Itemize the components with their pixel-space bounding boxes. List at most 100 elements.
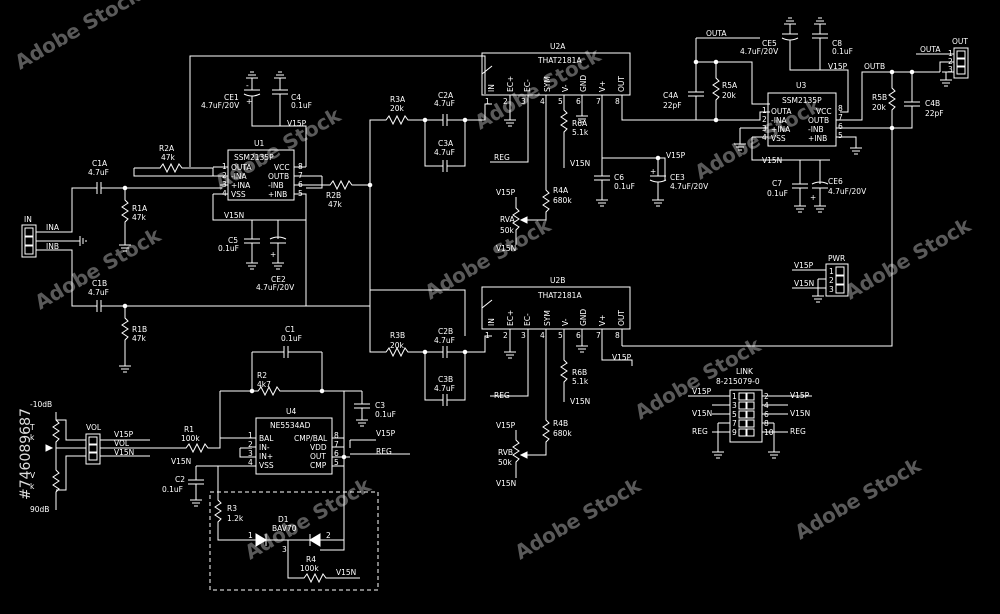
svg-text:5.1k: 5.1k: [572, 377, 589, 386]
svg-text:R2A: R2A: [159, 144, 175, 153]
svg-text:C6: C6: [614, 173, 624, 182]
ce1-c4-group: CE1 4.7uF/20V C4 0.1uF V15P - +: [201, 71, 312, 167]
svg-text:R3: R3: [227, 504, 237, 513]
svg-text:C3A: C3A: [438, 139, 454, 148]
svg-text:C4B: C4B: [925, 99, 940, 108]
svg-text:INB: INB: [46, 242, 59, 251]
svg-text:V-: V-: [561, 318, 570, 326]
svg-text:RVA: RVA: [500, 215, 515, 224]
svg-text:2: 2: [503, 331, 508, 340]
svg-text:22pF: 22pF: [663, 101, 682, 110]
svg-text:V15P: V15P: [794, 261, 814, 270]
svg-text:8: 8: [838, 104, 843, 113]
svg-text:20k: 20k: [390, 104, 405, 113]
svg-text:22pF: 22pF: [925, 109, 944, 118]
svg-text:2: 2: [948, 57, 953, 66]
svg-text:20k: 20k: [390, 341, 405, 350]
svg-text:REG: REG: [376, 447, 392, 456]
svg-text:V15P: V15P: [612, 353, 632, 362]
svg-text:+: +: [650, 167, 656, 176]
out-connector: OUT OUTA 1 2 3: [916, 37, 969, 87]
svg-text:SYM: SYM: [543, 310, 552, 326]
svg-text:OUT: OUT: [617, 76, 626, 92]
svg-text:1: 1: [248, 431, 253, 440]
svg-text:3: 3: [282, 545, 287, 554]
svg-text:V15P: V15P: [376, 429, 396, 438]
svg-text:0.1uF: 0.1uF: [375, 410, 396, 419]
svg-text:100k: 100k: [300, 564, 319, 573]
svg-text:SSM2135P: SSM2135P: [782, 96, 822, 105]
svg-text:5: 5: [558, 331, 563, 340]
svg-text:C7: C7: [772, 179, 782, 188]
svg-text:1: 1: [948, 49, 953, 58]
svg-text:R6A: R6A: [572, 119, 588, 128]
svg-text:V15N: V15N: [570, 159, 590, 168]
svg-text:3: 3: [521, 331, 526, 340]
svg-text:VCC: VCC: [816, 107, 832, 116]
svg-text:-: -: [246, 81, 249, 90]
c4a-r5a-group: C4A 22pF R5A 20k: [663, 59, 770, 123]
svg-text:VOL: VOL: [86, 423, 102, 432]
svg-text:4.7uF: 4.7uF: [434, 99, 455, 108]
svg-text:U2A: U2A: [550, 42, 566, 51]
svg-text:4.7uF: 4.7uF: [434, 384, 455, 393]
svg-text:6: 6: [838, 122, 843, 131]
svg-text:EC+: EC+: [506, 310, 515, 326]
svg-text:C4: C4: [291, 93, 301, 102]
svg-text:V15N: V15N: [496, 479, 516, 488]
svg-text:V: V: [30, 471, 36, 480]
svg-text:2: 2: [829, 276, 834, 285]
watermark-text: Adobe Stock: [691, 93, 826, 185]
svg-text:C2B: C2B: [438, 327, 453, 336]
svg-text:C3B: C3B: [438, 375, 453, 384]
svg-text:PWR: PWR: [828, 254, 845, 263]
svg-text:V15P: V15P: [790, 391, 810, 400]
svg-text:8: 8: [615, 97, 620, 106]
svg-text:100k: 100k: [181, 434, 200, 443]
svg-text:OUT: OUT: [617, 310, 626, 326]
svg-text:R1A: R1A: [132, 204, 148, 213]
u2b-ic: U2B THAT2181A IN EC+ EC- SYM V- GND V+ O…: [481, 276, 633, 414]
svg-text:V15P: V15P: [114, 430, 134, 439]
svg-text:INA: INA: [46, 223, 60, 232]
svg-text:90dB: 90dB: [30, 505, 49, 514]
svg-text:20k: 20k: [722, 91, 737, 100]
svg-text:EC-: EC-: [523, 79, 532, 92]
svg-text:U2B: U2B: [550, 276, 565, 285]
watermark-text: Adobe Stock: [421, 213, 556, 305]
svg-text:4.7uF/20V: 4.7uF/20V: [201, 101, 240, 110]
svg-text:OUTB: OUTB: [268, 172, 289, 181]
svg-text:1: 1: [762, 106, 767, 115]
svg-text:1.2k: 1.2k: [227, 514, 244, 523]
svg-text:+INA: +INA: [231, 181, 251, 190]
svg-text:0.1uF: 0.1uF: [767, 189, 788, 198]
svg-text:R5A: R5A: [722, 81, 738, 90]
svg-text:C2A: C2A: [438, 91, 454, 100]
svg-text:BAL: BAL: [259, 434, 274, 443]
svg-text:IN-: IN-: [259, 443, 270, 452]
svg-text:IN: IN: [487, 84, 496, 92]
r5b-c4b-group: R5B 20k C4B 22pF: [622, 69, 944, 347]
svg-text:C1B: C1B: [92, 279, 107, 288]
svg-text:CE2: CE2: [271, 275, 286, 284]
svg-text:OUT: OUT: [310, 452, 326, 461]
svg-text:C1: C1: [285, 325, 295, 334]
c1a-r1a-group: C1A 4.7uF R1A 47k: [88, 159, 222, 252]
svg-text:R1B: R1B: [132, 325, 147, 334]
svg-text:CE6: CE6: [828, 177, 843, 186]
svg-text:V15N: V15N: [790, 409, 810, 418]
svg-text:4k7: 4k7: [257, 380, 271, 389]
c5-ce2-group: V15N C5 0.1uF CE2 4.7uF/20V +: [218, 211, 295, 292]
svg-text:SYM: SYM: [543, 76, 552, 92]
svg-text:4: 4: [248, 458, 253, 467]
svg-text:-INB: -INB: [268, 181, 284, 190]
svg-text:U4: U4: [286, 407, 296, 416]
svg-text:SSM2135P: SSM2135P: [234, 153, 274, 162]
svg-text:3: 3: [248, 449, 253, 458]
svg-text:4.7uF/20V: 4.7uF/20V: [256, 283, 295, 292]
svg-text:47k: 47k: [132, 334, 147, 343]
svg-text:R3A: R3A: [390, 95, 406, 104]
svg-text:LINK: LINK: [736, 367, 754, 376]
svg-text:47k: 47k: [132, 213, 147, 222]
